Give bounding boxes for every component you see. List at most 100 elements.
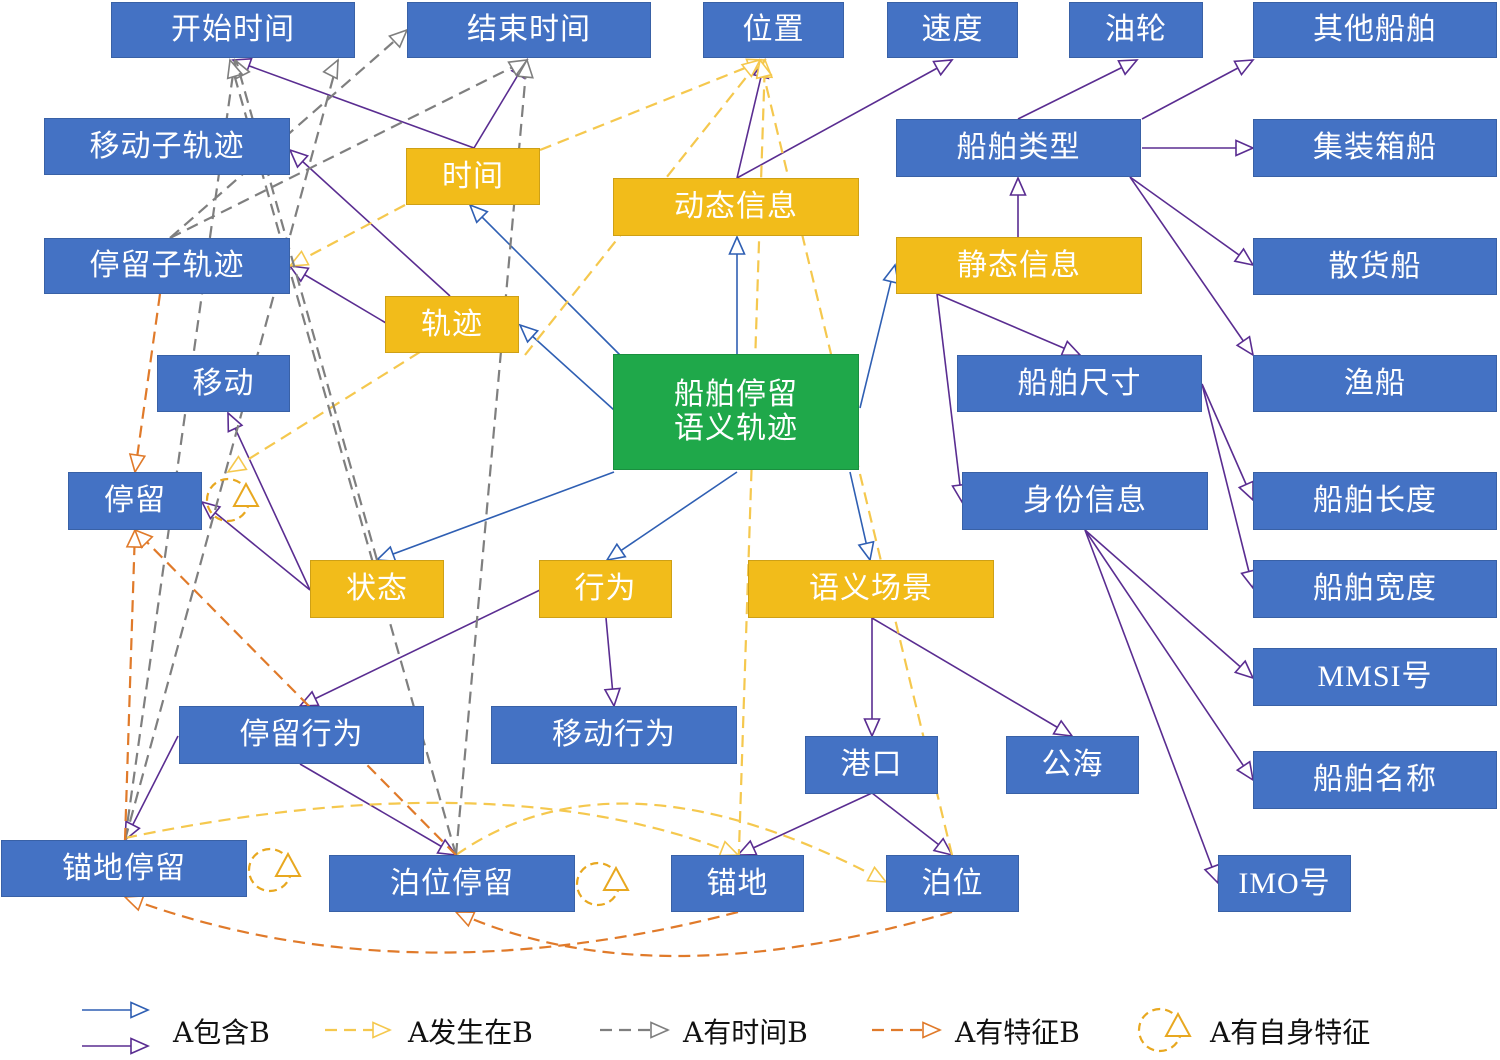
node-label: 移动子轨迹 [89,128,245,164]
edge-size-length-arrowhead [1237,480,1254,502]
node-port[interactable]: 港口 [805,736,938,794]
edge-static-size [936,293,1081,356]
node-position[interactable]: 位置 [703,2,844,58]
node-label: 速度 [921,12,984,47]
node-label: 泊位停留 [390,865,514,901]
node-semantic-scene[interactable]: 语义场景 [748,560,994,618]
edge-type-other [1141,59,1254,120]
edge-anchorage-stop-end-time-1 [123,59,340,841]
edge-anchorage-position [736,59,767,881]
edge-berth-berth-stop-arrowhead [454,911,476,928]
node-label: 船舶名称 [1313,762,1437,797]
edge-type-bulk-arrowhead [1233,247,1255,267]
node-state[interactable]: 状态 [310,560,444,618]
node-anchorage[interactable]: 锚地 [671,855,804,912]
edge-anchorage-stop-anchorage-arrowhead [718,840,740,857]
node-dynamic-info[interactable]: 动态信息 [613,178,859,236]
node-label: 停留行为 [239,717,364,752]
node-label: 其他船舶 [1313,12,1437,47]
edge-dynamic-position [736,59,766,179]
edge-berth-stop-stopping-arrowhead [133,528,154,549]
edge-port-anchorage-arrowhead [736,839,758,856]
node-container-ship[interactable]: 集装箱船 [1253,119,1497,177]
node-anchorage-stop[interactable]: 锚地停留 [1,840,247,897]
node-bulk-carrier[interactable]: 散货船 [1253,238,1497,295]
node-end-time[interactable]: 结束时间 [407,2,651,58]
node-ship-width[interactable]: 船舶宽度 [1253,560,1497,618]
node-label: 油轮 [1105,12,1167,47]
node-tanker[interactable]: 油轮 [1069,2,1203,58]
node-label: 位置 [742,12,805,47]
edge-size-length [1201,383,1254,501]
node-behavior[interactable]: 行为 [539,560,672,618]
legend-self-feature-label: A有自身特征 [1210,1016,1371,1049]
node-start-time[interactable]: 开始时间 [111,2,355,58]
edge-behavior-stopping-behavior [299,589,541,707]
node-time[interactable]: 时间 [406,148,540,205]
node-speed[interactable]: 速度 [887,2,1018,58]
edge-berth-stop-start-arrowhead [226,58,244,80]
node-label: 动态信息 [674,189,798,224]
legend-contains-blue-symbol-arrowhead [130,1001,150,1019]
edge-anchorage-stop-stopping [123,529,137,841]
edge-identity-mmsi-arrowhead [1233,659,1255,680]
edge-state-moving [227,412,311,591]
node-imo[interactable]: IMO号 [1218,855,1351,912]
node-berth-stop[interactable]: 泊位停留 [329,855,575,912]
node-label: 公海 [1041,747,1104,782]
node-core-semantic-trajectory[interactable]: 船舶停留 语义轨迹 [613,354,859,470]
edge-core-time [469,204,621,356]
node-ship-type[interactable]: 船舶类型 [896,119,1141,177]
edge-size-width [1201,383,1254,589]
node-stopping-subtrajectory[interactable]: 停留子轨迹 [44,238,290,294]
node-label: 散货船 [1328,248,1422,284]
node-fishing-boat[interactable]: 渔船 [1253,355,1497,412]
edge-type-fishing [1129,176,1254,356]
edge-static-type-arrowhead [1009,176,1027,196]
node-moving-behavior[interactable]: 移动行为 [491,706,737,764]
edge-stopping-sub-end-arrowhead [507,58,529,77]
node-label: MMSI号 [1317,660,1433,693]
edge-trajectory-position-occurs-arrowhead [740,58,762,78]
node-label: 开始时间 [171,12,295,47]
edge-static-identity [936,293,963,503]
edge-type-tanker [1017,59,1138,120]
edge-type-tanker-arrowhead [1117,59,1139,76]
legend-occurs-in-symbol-arrowhead [372,1021,392,1039]
edge-stopping-sub-end [169,59,528,239]
edge-identity-mmsi [1084,529,1254,679]
legend-has-feature-label: A有特征B [955,1016,1080,1049]
node-ship-name[interactable]: 船舶名称 [1253,751,1497,809]
node-other-ship[interactable]: 其他船舶 [1253,2,1497,58]
node-static-info[interactable]: 静态信息 [896,237,1142,294]
edge-dynamic-speed-arrowhead [932,59,954,77]
node-high-sea[interactable]: 公海 [1006,736,1139,794]
legend-has-feature-symbol-arrowhead [922,1021,942,1039]
legend-has-time-symbol-arrowhead [650,1021,670,1039]
node-label: 状态 [346,571,408,606]
node-trajectory[interactable]: 轨迹 [385,296,519,353]
node-stopping[interactable]: 停留 [68,472,202,530]
edge-trajectory-stopping-sub-arrowhead [288,264,310,283]
node-moving[interactable]: 移动 [157,355,290,412]
edge-core-time-arrowhead [468,203,489,224]
node-moving-subtrajectory[interactable]: 移动子轨迹 [44,118,290,175]
edge-behavior-moving-behavior-arrowhead [603,687,622,708]
node-identity-info[interactable]: 身份信息 [962,472,1208,530]
node-label: 船舶类型 [956,130,1081,165]
node-berth[interactable]: 泊位 [886,855,1019,912]
node-ship-length[interactable]: 船舶长度 [1253,472,1497,530]
node-stopping-behavior[interactable]: 停留行为 [179,706,424,764]
edge-berth-position-arrowhead [755,58,773,80]
edge-berth-stop-stopping [134,529,457,856]
node-label: 渔船 [1344,365,1406,401]
node-ship-size[interactable]: 船舶尺寸 [957,355,1202,412]
self-feature-anchorage-stop-arrowhead [274,851,302,877]
edge-stopping-sub-stopping-arrowhead [128,453,147,474]
edge-time-position [539,58,766,152]
node-label: 语义场景 [809,571,933,606]
node-label: 身份信息 [1023,483,1147,518]
node-label: 行为 [574,571,637,606]
edge-scene-port-arrowhead [863,718,881,738]
node-mmsi[interactable]: MMSI号 [1253,648,1497,706]
